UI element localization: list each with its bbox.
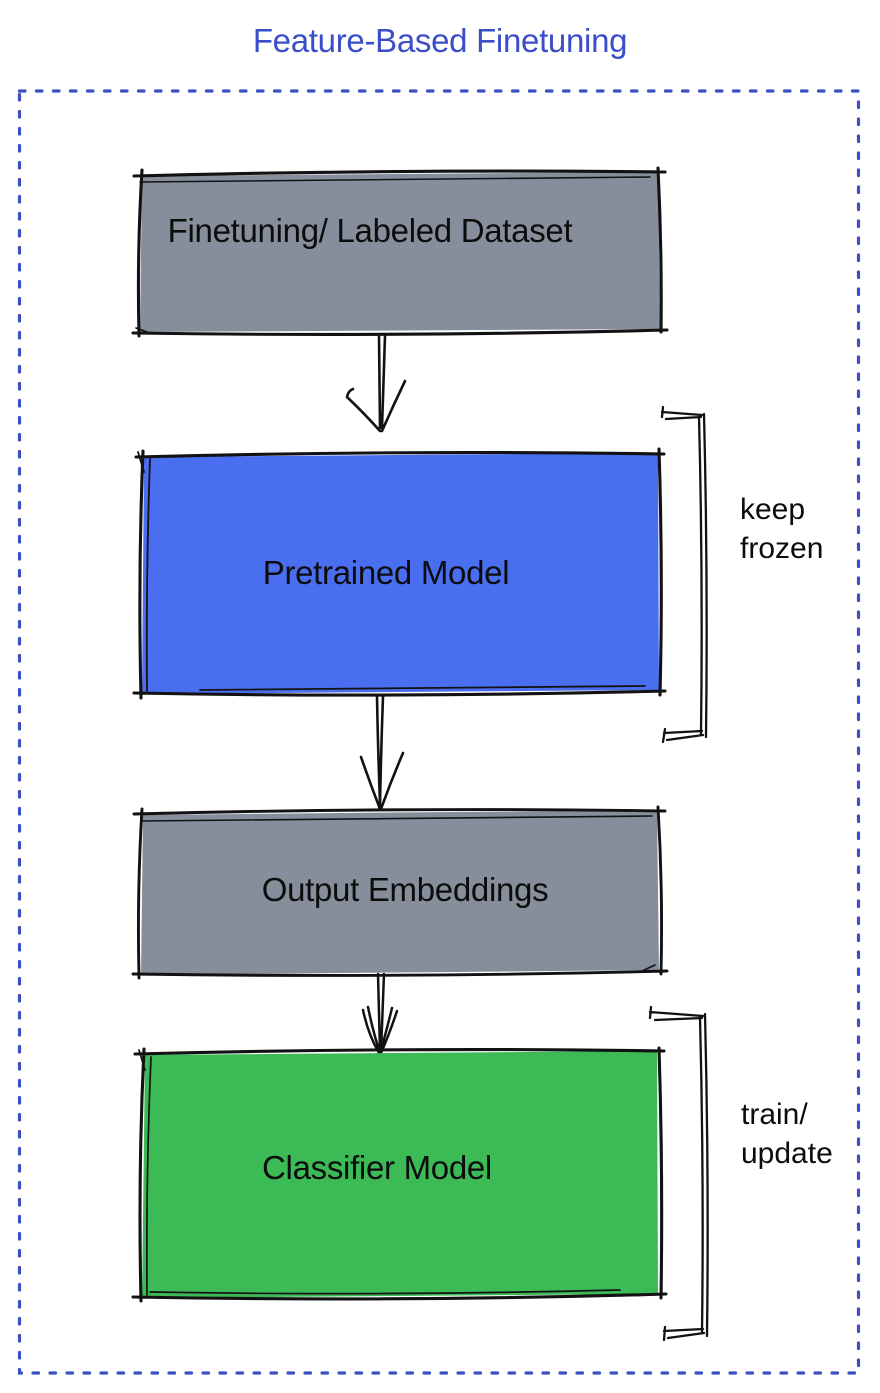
box-dataset-outline	[131, 166, 669, 338]
arrow-embeddings-to-classifier	[361, 972, 399, 1055]
bracket-keep-frozen	[660, 405, 708, 744]
box-pretrained-outline-double	[137, 451, 646, 692]
dotted-frame	[17, 89, 861, 1375]
arrow-pretrained-to-embeddings	[359, 694, 405, 811]
annotation-train-update: train/ update	[741, 1095, 833, 1173]
box-pretrained-outline	[132, 447, 667, 700]
box-label-classifier: Classifier Model	[262, 1149, 492, 1186]
arrow-dataset-to-pretrained	[345, 334, 407, 433]
annotation-train-update-line2: update	[741, 1137, 833, 1170]
annotation-keep-frozen: keep frozen	[740, 490, 823, 568]
box-dataset-outline-double	[135, 176, 651, 334]
box-dataset-fill	[140, 172, 660, 332]
box-embeddings-fill	[141, 810, 659, 975]
annotation-keep-frozen-line2: frozen	[740, 532, 824, 565]
box-classifier-outline-double	[138, 1049, 621, 1296]
box-pretrained	[132, 447, 667, 700]
box-embeddings	[131, 805, 669, 980]
bracket-train-update	[648, 1005, 709, 1342]
box-classifier-fill	[142, 1051, 658, 1298]
annotation-train-update-line1: train/	[741, 1098, 808, 1131]
box-embeddings-outline-double	[140, 815, 656, 973]
box-classifier	[131, 1046, 668, 1303]
box-label-embeddings: Output Embeddings	[261, 871, 549, 908]
box-classifier-outline	[131, 1046, 668, 1303]
box-embeddings-outline	[131, 805, 669, 980]
annotation-keep-frozen-line1: keep	[740, 493, 806, 526]
box-label-dataset: Finetuning/ Labeled Dataset	[167, 212, 573, 249]
box-pretrained-fill	[142, 453, 659, 694]
box-label-pretrained: Pretrained Model	[262, 554, 510, 591]
diagram-title: Feature-Based Finetuning	[252, 22, 628, 59]
box-dataset	[131, 166, 669, 338]
